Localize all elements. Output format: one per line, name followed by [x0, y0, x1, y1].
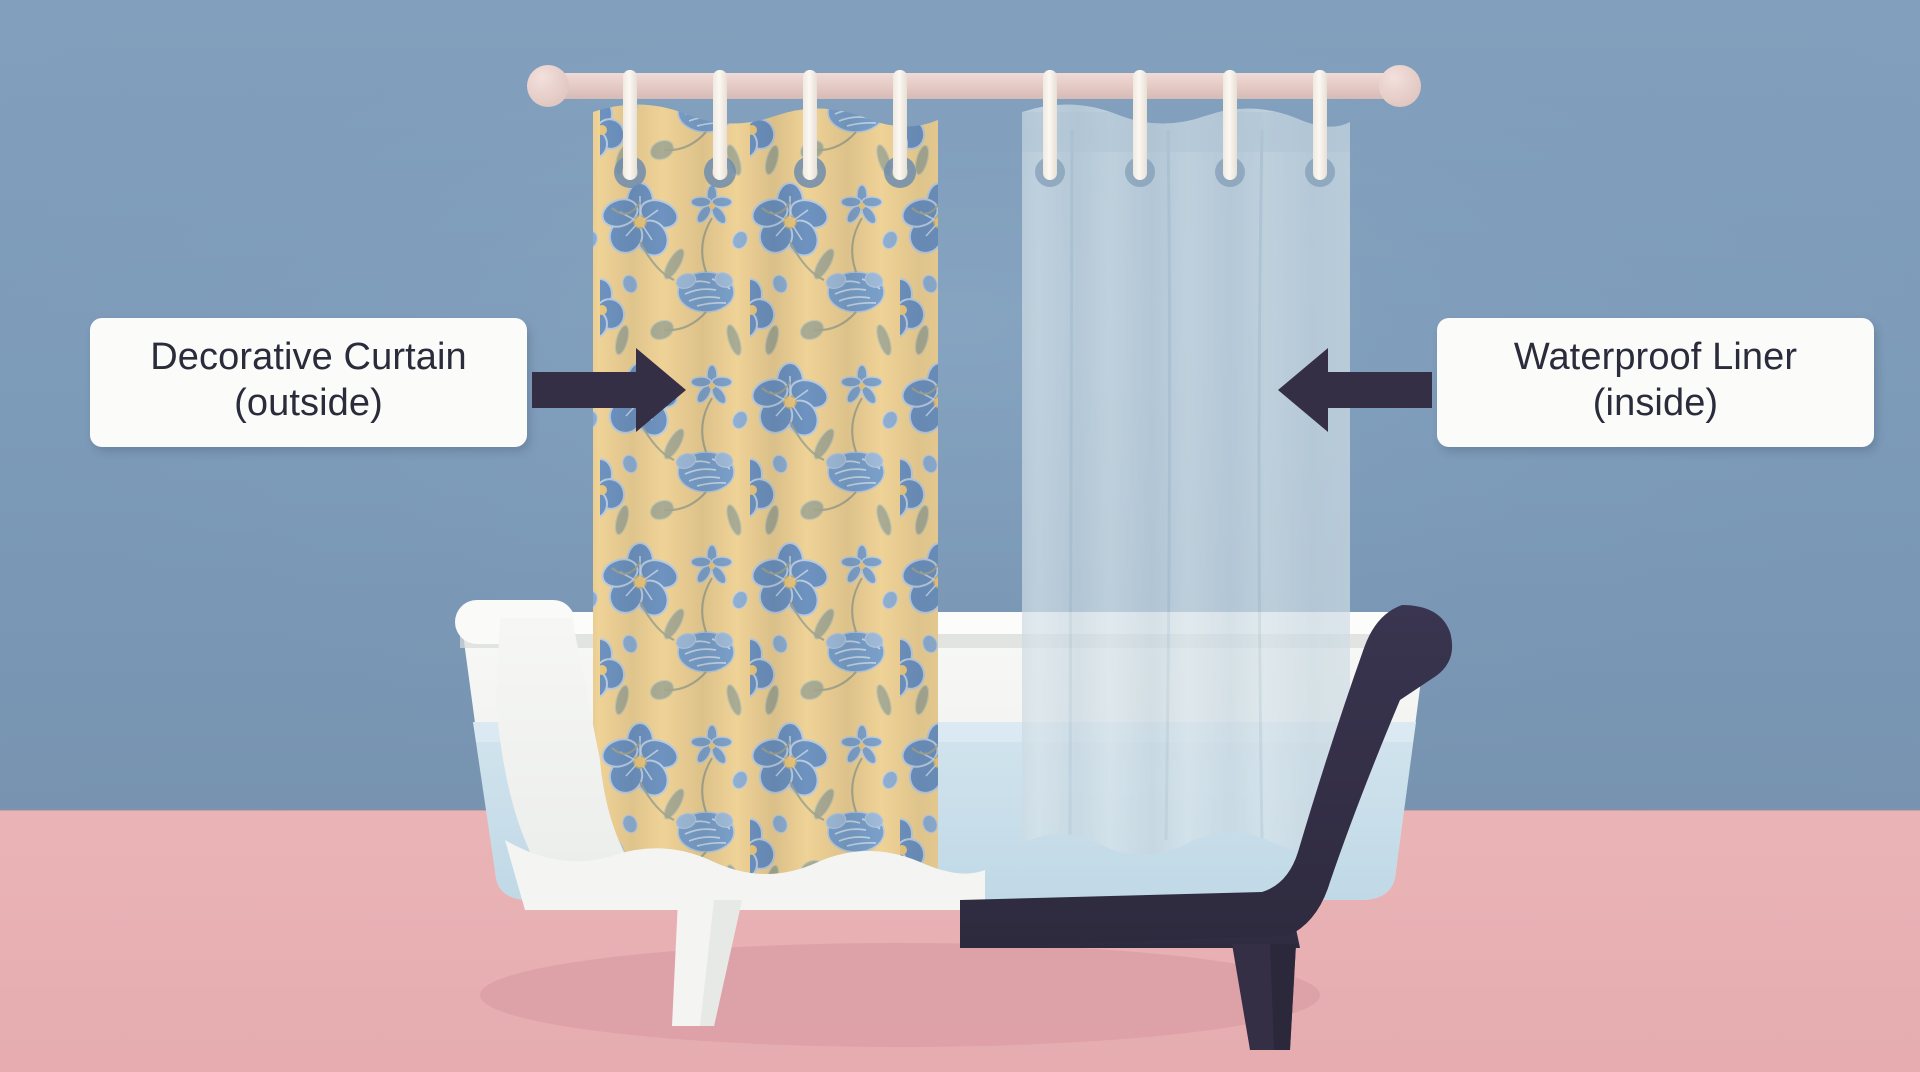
arrow-left-pointing-right	[532, 348, 686, 432]
decorative-curtain	[593, 104, 938, 897]
rod-finial-left	[527, 65, 569, 107]
callout-decorative-curtain[interactable]: Decorative Curtain (outside)	[90, 318, 527, 447]
callout-right-line2: (inside)	[1592, 382, 1719, 425]
tub-wall-left	[496, 618, 640, 900]
curtain-rod	[545, 73, 1400, 99]
callout-left-line1: Decorative Curtain	[150, 336, 467, 378]
rod-finial-right	[1379, 65, 1421, 107]
tub-leg-left-shade	[700, 900, 742, 1026]
arrow-right-pointing-left	[1278, 348, 1432, 432]
callout-right-line1: Waterproof Liner	[1513, 336, 1798, 378]
waterproof-liner	[1022, 104, 1350, 856]
tub-wall-right-dark	[960, 605, 1453, 948]
callout-waterproof-liner[interactable]: Waterproof Liner (inside)	[1437, 318, 1874, 447]
tub-leg-right-shade	[1270, 944, 1296, 1050]
callout-left-line2: (outside)	[234, 382, 383, 425]
tub-apron-left	[505, 840, 985, 910]
curtain-hooks	[614, 70, 1335, 188]
